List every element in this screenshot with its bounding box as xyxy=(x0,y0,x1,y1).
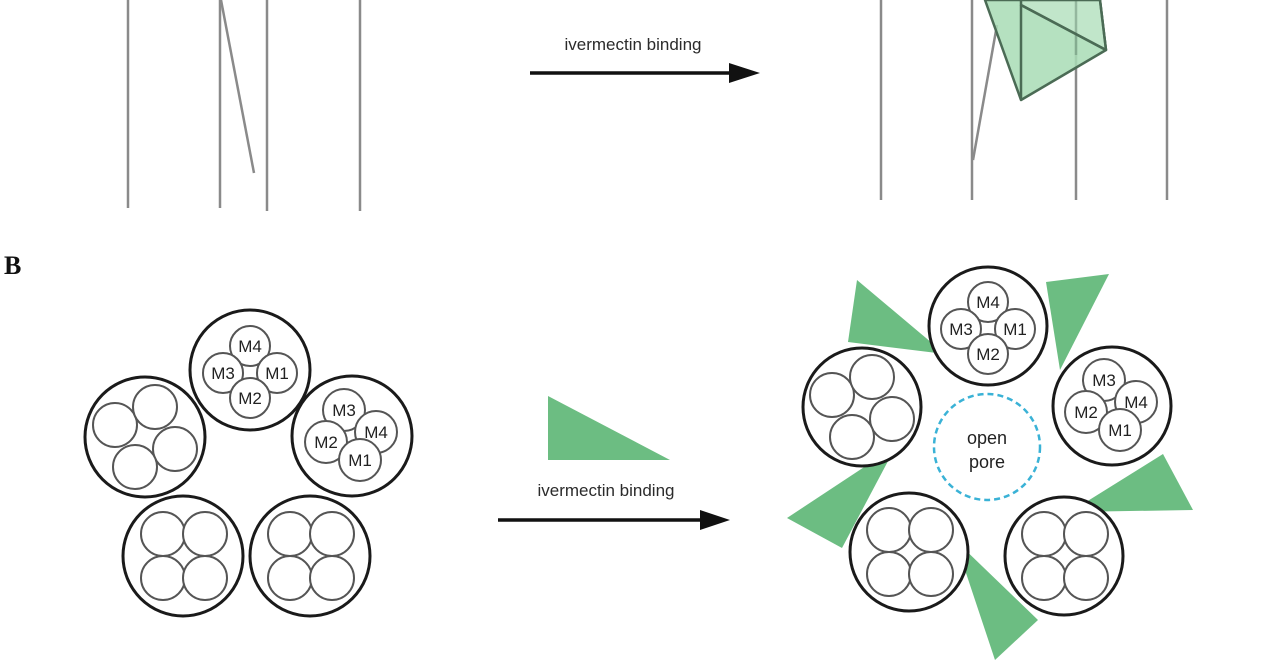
ivermectin-legend-icon xyxy=(548,396,670,460)
helix-circle xyxy=(182,511,228,557)
helix-label: M4 xyxy=(976,293,1000,312)
helix-circle xyxy=(849,354,895,400)
arrow-b xyxy=(498,510,730,530)
subunit-outline xyxy=(1003,495,1125,617)
helix-circle xyxy=(256,352,298,394)
helix-label: M1 xyxy=(348,451,372,470)
helix-circle xyxy=(869,396,915,442)
subunit-outline xyxy=(188,308,312,432)
helix-label: M3 xyxy=(949,320,973,339)
subunit xyxy=(801,346,923,468)
helix-circle xyxy=(309,511,355,557)
subunit-outline xyxy=(290,374,414,498)
arrow-label-b: ivermectin binding xyxy=(537,481,674,500)
subunit-outline xyxy=(248,494,372,618)
ivermectin-wedge xyxy=(1070,454,1193,512)
helix-label: M3 xyxy=(332,401,356,420)
helix-circle xyxy=(1021,511,1067,557)
helix-circle xyxy=(338,438,382,482)
helix-label: M1 xyxy=(265,364,289,383)
helix-circle xyxy=(92,402,138,448)
panel-a: ivermectin binding xyxy=(126,0,1169,211)
helix-circle xyxy=(908,507,954,553)
gate-helix-line xyxy=(219,0,256,174)
subunit xyxy=(1003,495,1125,617)
helix-label: M1 xyxy=(1003,320,1027,339)
helix-circle xyxy=(940,308,982,350)
pore-label-open: open xyxy=(967,428,1007,448)
gate-helix-line xyxy=(971,24,999,161)
helix-circle xyxy=(182,555,228,601)
helix-circle xyxy=(112,444,158,490)
subunit xyxy=(248,494,372,618)
helix-circle xyxy=(202,352,244,394)
helix-label: M4 xyxy=(364,423,388,442)
helix-circle xyxy=(140,511,186,557)
helix-circle xyxy=(304,420,348,464)
closed-membrane-lines xyxy=(126,0,362,211)
helix-circle xyxy=(994,308,1036,350)
subunit-outline xyxy=(927,265,1049,387)
helix-label: M3 xyxy=(1092,371,1116,390)
helix-circle xyxy=(267,555,313,601)
helix-circle xyxy=(1063,511,1109,557)
subunit-outline xyxy=(848,491,970,613)
ivermectin-wedge xyxy=(1046,274,1109,370)
ivermectin-prism xyxy=(983,0,1108,102)
helix-label: M2 xyxy=(1074,403,1098,422)
ivermectin-wedge xyxy=(787,446,896,548)
open-pore: open pore xyxy=(932,392,1042,502)
helix-label: M3 xyxy=(211,364,235,383)
ivermectin-wedge xyxy=(848,280,945,354)
helix-circle xyxy=(1021,555,1067,601)
helix-circle xyxy=(309,555,355,601)
pore-label-pore: pore xyxy=(969,452,1005,472)
open-membrane-lines xyxy=(879,0,1169,200)
helix-circle xyxy=(132,384,178,430)
helix-label: M2 xyxy=(238,389,262,408)
helix-label: M2 xyxy=(976,345,1000,364)
subunit xyxy=(83,375,207,499)
helix-label: M2 xyxy=(314,433,338,452)
helix-circle xyxy=(1063,555,1109,601)
helix-circle xyxy=(866,507,912,553)
helix-circle xyxy=(809,372,855,418)
helix-circle xyxy=(908,551,954,597)
helix-circle xyxy=(967,281,1009,323)
helix-circle xyxy=(152,426,198,472)
helix-label: M4 xyxy=(238,337,262,356)
helix-circle xyxy=(967,333,1009,375)
arrow-a xyxy=(530,63,760,83)
helix-circle xyxy=(229,325,271,367)
ivermectin-wedge xyxy=(955,540,1038,660)
arrow-label-a: ivermectin binding xyxy=(564,35,701,54)
ivermectin-wedges xyxy=(787,274,1193,660)
helix-circle xyxy=(866,551,912,597)
helix-label: M4 xyxy=(1124,393,1148,412)
helix-label: M1 xyxy=(1108,421,1132,440)
helix-circle xyxy=(1064,390,1108,434)
subunit xyxy=(121,494,245,618)
panel-letter-b: B xyxy=(4,251,21,280)
helix-circle xyxy=(267,511,313,557)
helix-circle xyxy=(829,414,875,460)
helix-circle xyxy=(229,377,271,419)
subunit-outline xyxy=(121,494,245,618)
subunit xyxy=(848,491,970,613)
helix-circle xyxy=(1098,408,1142,452)
helix-circle xyxy=(140,555,186,601)
pore-outline xyxy=(932,392,1042,502)
